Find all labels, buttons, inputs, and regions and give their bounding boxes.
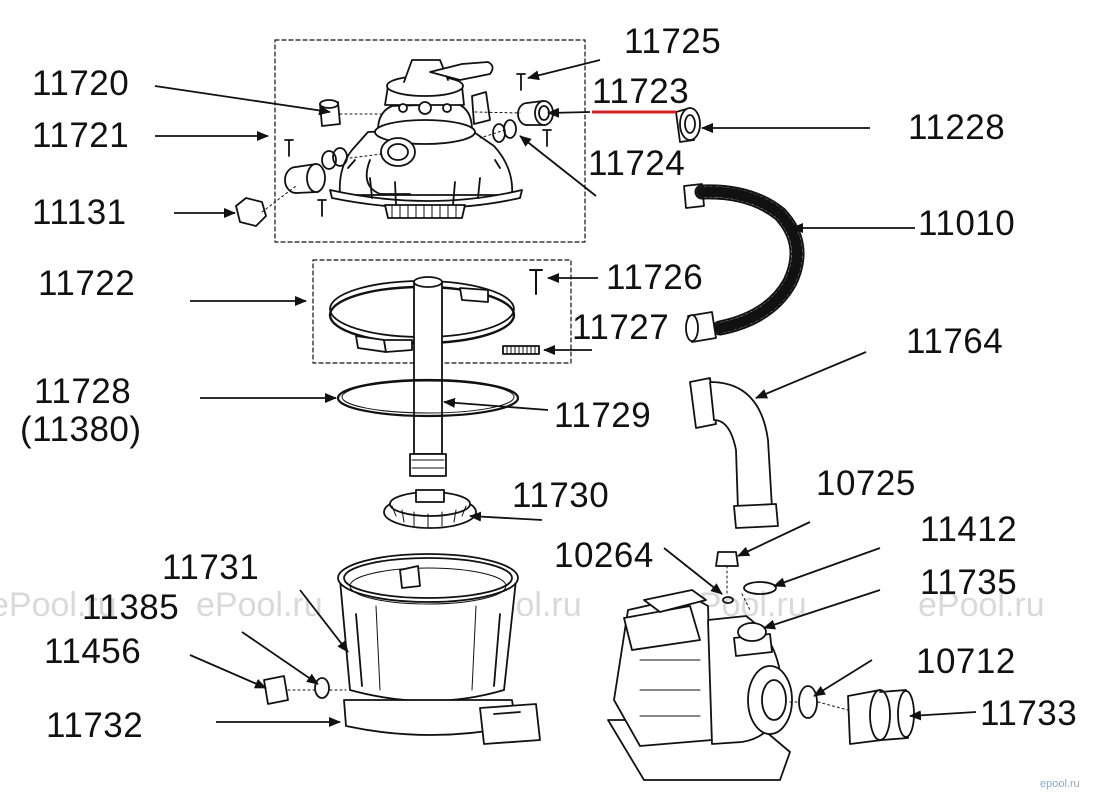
screw: [284, 139, 294, 157]
part-10264-oring: [722, 596, 734, 604]
part-label: 11733: [980, 694, 1078, 733]
part-11731-tank: [337, 553, 541, 745]
part-11723-union: [517, 100, 554, 126]
part-label: 11412: [920, 510, 1018, 549]
part-label: 11720: [32, 64, 130, 103]
leader-10264: [663, 547, 723, 595]
part-11726-bolt: [529, 269, 543, 295]
part-11727-spring: [502, 345, 540, 355]
part-11733-union: [847, 689, 915, 745]
part-11728-oring: [336, 378, 520, 418]
part-11228-adapter: [675, 107, 701, 143]
part-label: 11721: [32, 116, 130, 155]
leader-11456: [189, 654, 267, 689]
part-label: 11729: [554, 396, 652, 435]
part-11010-hose: [683, 183, 805, 343]
part-11730-lateral: [383, 489, 477, 529]
leader-10712: [813, 659, 873, 697]
leader-11730: [469, 511, 543, 522]
part-11764-elbow: [689, 377, 779, 529]
leader-10725: [737, 521, 811, 557]
screw: [317, 199, 327, 217]
multiport-valve: [329, 59, 523, 219]
part-11456-drain-cap: [263, 675, 289, 705]
part-11729-standpipe: [409, 276, 447, 477]
leader-11764: [755, 351, 867, 399]
watermark-text: ePool.ru: [196, 586, 323, 624]
screw: [516, 73, 526, 91]
leader-11385: [241, 631, 319, 685]
part-label: 11723: [592, 72, 690, 111]
part-label: (11380): [20, 410, 142, 449]
leader-11729: [443, 397, 549, 411]
watermark-text: ePool.ru: [918, 586, 1045, 624]
part-label: 10712: [916, 642, 1016, 681]
part-label: 10725: [816, 464, 916, 503]
screw: [542, 129, 552, 147]
left-union: [284, 163, 326, 194]
leader-11733: [909, 710, 977, 721]
part-label: 11764: [906, 322, 1004, 361]
leader-11731: [299, 589, 349, 653]
part-label: 11730: [512, 476, 610, 515]
oring-left: [332, 147, 348, 167]
part-label: 11726: [606, 258, 704, 297]
part-11385-oring: [314, 677, 330, 699]
part-11735-strainer: [737, 622, 767, 642]
part-10725-knob: [715, 551, 739, 567]
part-label: 11131: [32, 193, 127, 232]
leader-11412: [773, 547, 881, 587]
part-label: 11722: [38, 264, 136, 303]
part-10712-oring: [798, 685, 818, 719]
oring-left: [321, 150, 337, 170]
leader-arrows: [154, 59, 977, 727]
leader-11720: [154, 85, 331, 116]
part-label: 11732: [46, 706, 144, 745]
leader-11724: [519, 135, 597, 197]
part-11131-nut: [235, 197, 267, 227]
part-label: 11724: [588, 144, 686, 183]
part-11412-ring: [743, 581, 777, 595]
part-label: 11456: [44, 632, 142, 671]
part-label: 11385: [82, 588, 180, 627]
part-label: 10264: [554, 536, 654, 575]
watermark-text: ePool.ru: [0, 586, 117, 624]
corner-watermark: epool.ru: [1040, 778, 1080, 790]
part-label: 11731: [162, 548, 260, 587]
leader-11725: [527, 59, 601, 81]
part-label: 11735: [920, 563, 1018, 602]
part-label: 11725: [624, 22, 722, 61]
pump-motor: [607, 589, 793, 781]
leader-11723: [547, 107, 591, 118]
part-label: 11010: [918, 204, 1016, 243]
leader-11735: [763, 589, 881, 630]
part-11720-cap: [319, 99, 341, 127]
part-label: 11228: [908, 108, 1006, 147]
part-label: 11728: [34, 372, 132, 411]
valve-group-box: [274, 39, 586, 243]
part-label: 11727: [572, 308, 670, 347]
part-11724-oring: [503, 119, 517, 139]
part-11722-clamp: [328, 280, 516, 353]
